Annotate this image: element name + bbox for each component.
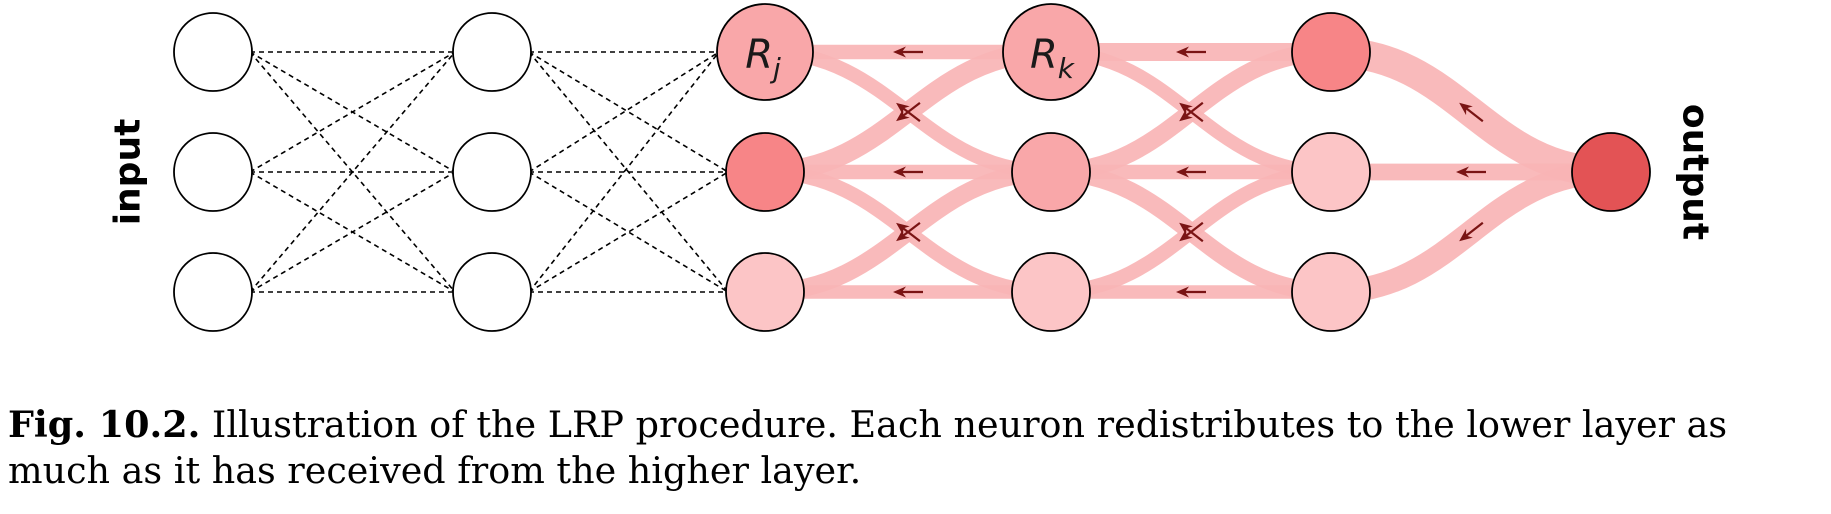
relevance-arrow-12 [1179, 221, 1204, 242]
relevance-arrow-13 [1176, 286, 1206, 298]
neuron-hidden-4-0 [1291, 12, 1371, 92]
neuron-hidden-1-1 [452, 132, 532, 212]
dashed-edge-12 [528, 51, 720, 173]
output-label: output [1675, 104, 1716, 240]
relevance-arrow-15 [1456, 166, 1486, 178]
figure-caption: Fig. 10.2. Illustration of the LRP proce… [8, 402, 1823, 494]
neuron-hidden-1-0 [452, 12, 532, 92]
dashed-edge-7 [249, 171, 456, 293]
neuron-hidden-4-2 [1291, 252, 1371, 332]
relevance-arrow-0 [893, 46, 923, 58]
relevance-arrow-16 [1459, 221, 1484, 242]
relevance-arrow-5 [896, 222, 921, 242]
relevance-arrow-7 [1176, 46, 1206, 58]
relevance-arrow-9 [1179, 101, 1204, 122]
relevance-arrow-2 [896, 102, 921, 122]
relevance-arrow-11 [1179, 222, 1204, 243]
relevance-arrow-14 [1459, 102, 1484, 123]
dashed-edge-16 [528, 171, 729, 293]
caption-text: Illustration of the LRP procedure. Each … [8, 403, 1728, 492]
relevance-arrow-1 [896, 102, 921, 122]
neurons [173, 3, 1651, 332]
relevance-arrow-10 [1176, 166, 1206, 178]
neuron-input-2 [173, 252, 253, 332]
neuron-input-1 [173, 132, 253, 212]
neuron-hidden-3-0 [1002, 3, 1100, 101]
node-label-rk: Rk [1030, 32, 1076, 85]
relevance-arrow-3 [893, 166, 923, 178]
input-label: input [108, 119, 149, 226]
relevance-arrow-6 [893, 286, 923, 298]
dashed-edge-6 [249, 51, 456, 293]
dashed-edge-3 [249, 51, 456, 173]
lrp-network-diagram: input output Rj Rk [108, 3, 1716, 332]
relevance-arrow-8 [1179, 102, 1204, 123]
neuron-hidden-2-1 [725, 132, 805, 212]
neuron-input-0 [173, 12, 253, 92]
dashed-edge-15 [528, 51, 720, 293]
neuron-hidden-1-2 [452, 252, 532, 332]
neuron-hidden-3-1 [1011, 132, 1091, 212]
neuron-hidden-2-2 [725, 252, 805, 332]
dashed-edge-14 [528, 171, 729, 293]
dashed-edge-10 [528, 51, 729, 173]
neuron-output-0 [1571, 132, 1651, 212]
neuron-hidden-4-1 [1291, 132, 1371, 212]
neuron-hidden-2-0 [716, 3, 814, 101]
neuron-hidden-3-2 [1011, 252, 1091, 332]
relevance-arrow-4 [896, 222, 921, 242]
figure-number: Fig. 10.2. [8, 403, 201, 446]
node-label-rj: Rj [745, 32, 781, 85]
relevance-arrows [893, 46, 1486, 298]
dashed-connections [249, 51, 729, 293]
